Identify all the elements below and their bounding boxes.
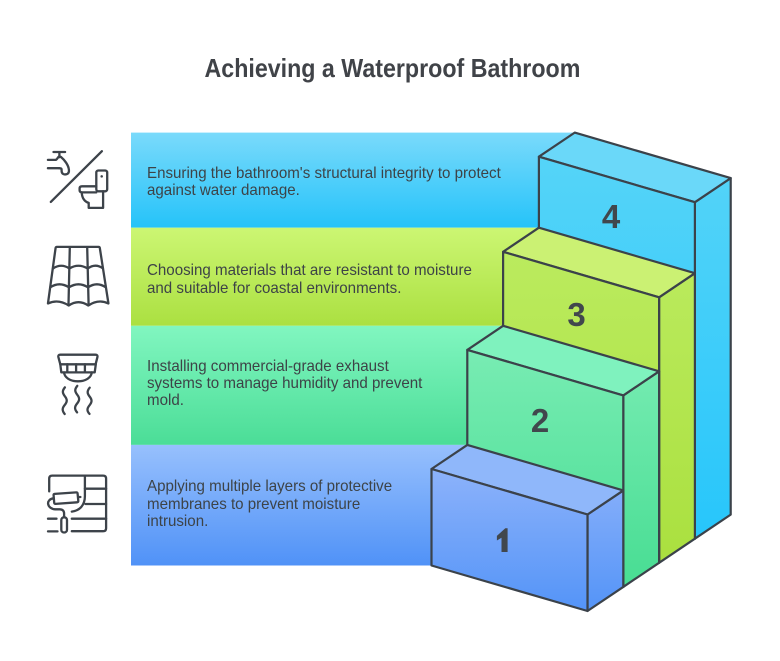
svg-text:2: 2 <box>531 402 549 439</box>
svg-text:4: 4 <box>602 198 621 235</box>
svg-text:3: 3 <box>567 296 585 333</box>
